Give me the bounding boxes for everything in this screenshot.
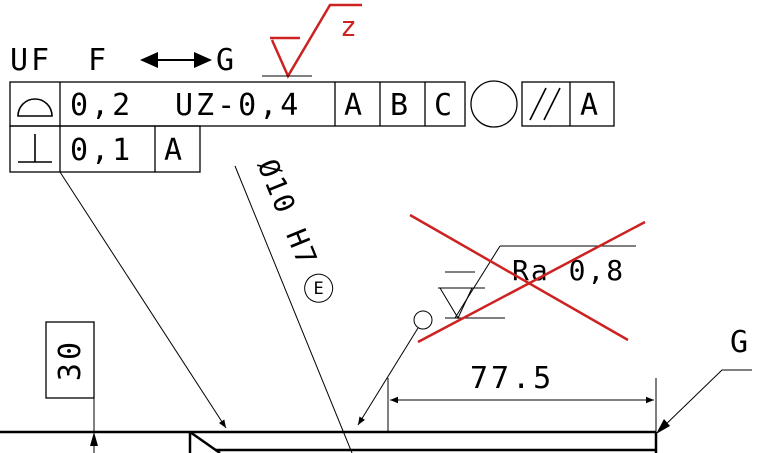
feature-control-frame-row2: [9, 125, 201, 173]
perpendicular-datum: A: [164, 133, 185, 168]
g-leader-line: [659, 369, 752, 431]
datum-c: C: [434, 88, 455, 123]
hole-size: Ø10 H7: [251, 154, 324, 271]
parallel-icon: [529, 87, 561, 121]
g-leader-label: G: [730, 325, 751, 360]
datum-a: A: [344, 88, 365, 123]
hole-leader-line: [234, 165, 353, 453]
feature-control-frame-row1: [9, 81, 466, 127]
surface-note-letter: z: [340, 10, 359, 43]
envelope-symbol: E: [314, 279, 324, 299]
surface-texture-red-icon: [262, 3, 362, 79]
hole-callout: Ø10 H7 E: [251, 154, 334, 303]
leader-origin-circle-icon: [413, 310, 433, 330]
fcf-leader-line: [59, 171, 227, 429]
perpendicular-icon: [18, 134, 52, 163]
profile-surface-icon: [17, 98, 53, 117]
between-arrow-icon: [140, 52, 212, 68]
uz-modifier: UZ-0,4: [175, 88, 301, 123]
cross-out-red-icon: [409, 213, 646, 344]
perpendicular-tolerance: 0,1: [70, 133, 133, 168]
parallel-datum: A: [580, 88, 601, 123]
surface-finish-symbol-icon: [438, 245, 636, 320]
g-leader-arrow-icon: [656, 419, 670, 434]
finish-leader-line: [357, 327, 419, 426]
profile-tolerance: 0,2: [70, 88, 133, 123]
uf-label: UF: [10, 43, 52, 78]
part-outline: [0, 430, 658, 453]
envelope-circle-icon: [304, 273, 334, 303]
dimension-length: 77.5: [470, 361, 554, 396]
basic-dimension-arrow-icon: [90, 432, 98, 446]
f-label: F: [88, 43, 109, 78]
basic-dimension-value: 30: [53, 339, 88, 381]
g-label: G: [216, 43, 237, 78]
datum-b: B: [390, 88, 411, 123]
circle-symbol-icon: [470, 80, 518, 128]
parallelism-frame: [521, 81, 615, 127]
